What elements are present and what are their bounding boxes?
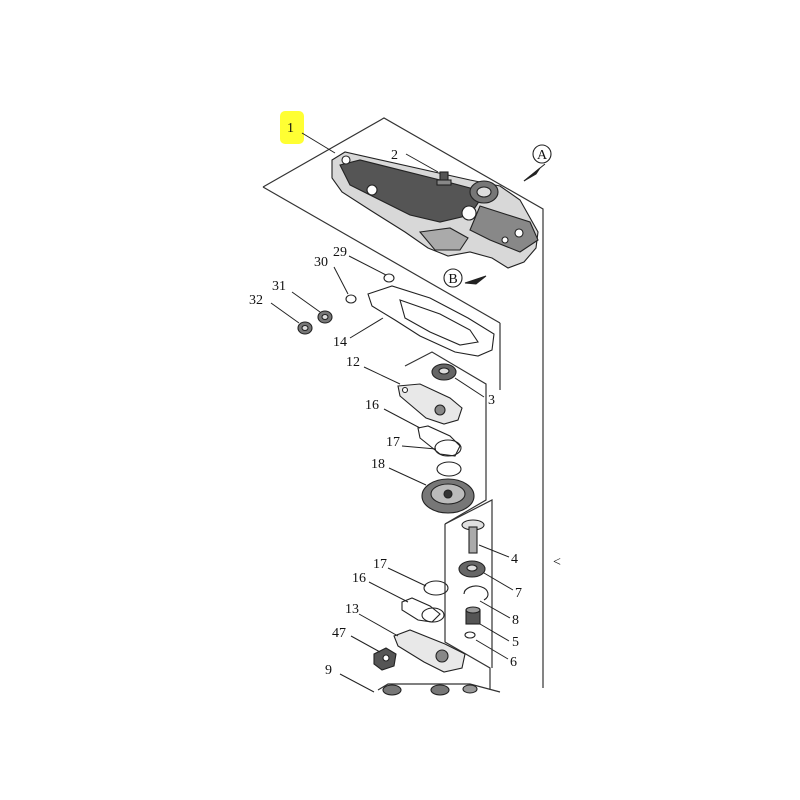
- part-label-3: 3: [488, 393, 495, 408]
- shaft-part-4: [461, 519, 485, 554]
- lower-assembly-part-9: [377, 683, 501, 696]
- oring-part-16-lower: [421, 607, 445, 623]
- view-callout-a: A: [523, 144, 552, 182]
- washer-part-30: [345, 294, 357, 304]
- part-label-29: 29: [333, 245, 347, 260]
- part-label-16-lower: 16: [352, 571, 366, 586]
- part-label-47: 47: [332, 626, 346, 641]
- clip-part-47: [373, 647, 397, 671]
- part-label-6: 6: [510, 655, 517, 670]
- nut-part-31: [317, 310, 333, 324]
- assembly-frames: [262, 117, 544, 690]
- bearing-part-7: [458, 560, 486, 578]
- grease-nipple-part-2: [436, 171, 452, 186]
- bearing-part-3: [431, 363, 457, 381]
- gasket-part-14: [367, 285, 495, 357]
- washer-part-29: [383, 273, 395, 283]
- ring-part-6: [464, 631, 476, 639]
- plate-part-13: [393, 629, 466, 673]
- part-label-1: 1: [287, 121, 294, 136]
- part-label-4: 4: [511, 552, 518, 567]
- part-label-5: 5: [512, 635, 519, 650]
- view-callout-a-label: A: [537, 148, 548, 163]
- gear-housing-part-18: [421, 478, 475, 514]
- part-label-17-lower: 17: [373, 557, 387, 572]
- part-label-32: 32: [249, 293, 263, 308]
- part-label-14: 14: [333, 335, 347, 350]
- lever-plate-part-16-lower: [401, 597, 441, 623]
- view-callout-b: B: [443, 268, 487, 288]
- part-label-30: 30: [314, 255, 328, 270]
- part-label-12: 12: [346, 355, 360, 370]
- oring-part-17-lower: [423, 580, 449, 596]
- part-label-7: 7: [515, 586, 522, 601]
- housing-part-1: [331, 151, 539, 269]
- part-label-31: 31: [272, 279, 286, 294]
- part-label-2: 2: [391, 148, 398, 163]
- side-continuation-mark: <: [553, 555, 561, 570]
- label-1-highlight: [280, 111, 304, 144]
- ring-part-18: [436, 461, 462, 477]
- pinion-gear-part-5: [465, 606, 481, 625]
- part-number-labels: 1 2 29 30 31 32 14 12 3 16 17 18 4 17 16…: [249, 121, 522, 678]
- nut-part-32: [297, 321, 313, 335]
- circlip-part-8: [463, 585, 489, 601]
- part-label-8: 8: [512, 613, 519, 628]
- part-label-17-upper: 17: [386, 435, 400, 450]
- oring-part-17-upper: [434, 439, 462, 457]
- leader-lines: [270, 132, 514, 693]
- part-label-9: 9: [325, 663, 332, 678]
- part-label-13: 13: [345, 602, 359, 617]
- lever-plate-part-16-upper: [417, 425, 461, 457]
- plate-part-12: [397, 383, 463, 425]
- gasket-inner-outline: [399, 299, 479, 346]
- part-label-18: 18: [371, 457, 385, 472]
- view-callout-b-label: B: [448, 272, 457, 287]
- part-label-16-upper: 16: [365, 398, 379, 413]
